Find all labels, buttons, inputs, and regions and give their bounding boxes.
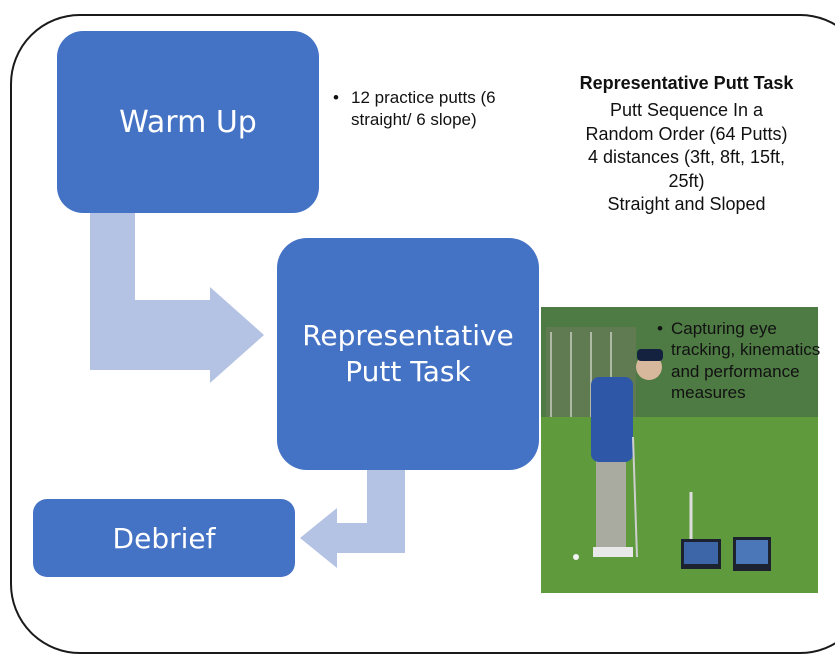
warm-up-notes: 12 practice putts (6 straight/ 6 slope) xyxy=(333,87,528,131)
photo-golfer-shoes xyxy=(593,547,633,557)
debrief-box: Debrief xyxy=(33,499,295,577)
task-details-line: Straight and Sloped xyxy=(607,193,766,214)
photo-golfer-torso xyxy=(591,377,633,462)
photo-putter xyxy=(632,436,638,558)
task-details-line: 4 distances (3ft, 8ft, 15ft, 25ft) xyxy=(587,147,786,191)
warm-up-note: 12 practice putts (6 straight/ 6 slope) xyxy=(333,87,528,131)
photo-laptop-1-screen xyxy=(684,542,718,564)
photo-note: Capturing eye tracking, kinematics and p… xyxy=(657,318,827,404)
flow-arrows xyxy=(90,213,405,568)
representative-putt-task-label: Representative Putt Task xyxy=(302,318,514,388)
photo-golf-ball xyxy=(573,554,579,560)
task-details-line: Putt Sequence In a Random Order (64 Putt… xyxy=(585,100,788,144)
arrow-task-to-debrief xyxy=(300,470,405,568)
warm-up-label: Warm Up xyxy=(119,104,257,140)
representative-putt-task-box: Representative Putt Task xyxy=(277,238,539,470)
photo-putting-green xyxy=(541,417,818,593)
warm-up-box: Warm Up xyxy=(57,31,319,213)
task-details-title: Representative Putt Task xyxy=(579,73,794,93)
photo-notes: Capturing eye tracking, kinematics and p… xyxy=(657,318,827,404)
task-details-panel: Representative Putt Task Putt Sequence I… xyxy=(578,72,795,304)
photo-laptop-2-screen xyxy=(736,540,768,564)
debrief-label: Debrief xyxy=(112,521,216,555)
photo-golfer-legs xyxy=(596,457,626,552)
arrow-warmup-to-task xyxy=(90,213,264,383)
